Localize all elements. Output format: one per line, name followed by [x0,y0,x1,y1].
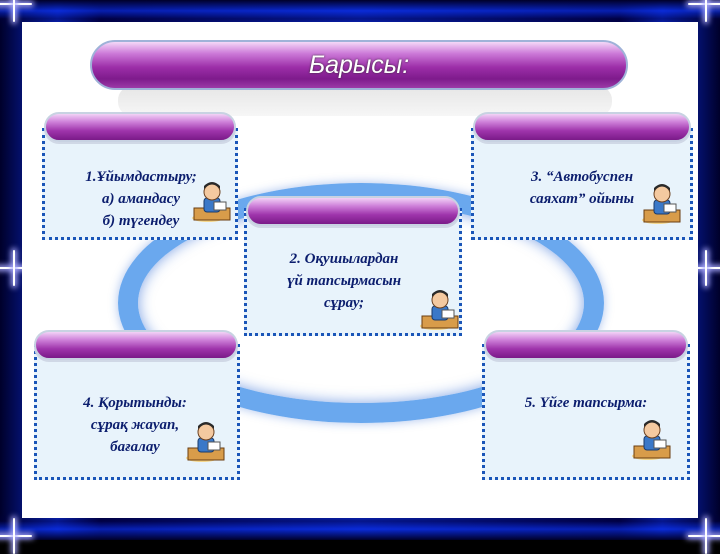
sparkle-top-right [688,0,720,22]
sparkle-top-left [0,0,32,22]
title-shadow [118,86,612,116]
step-3-text: 3. “Автобуспен саяхат” ойыны [476,166,688,210]
student-at-desk-icon [632,420,671,460]
sparkle-right [688,250,720,286]
step-2-line-3: сұрау; [323,295,365,311]
student-at-desk-icon [642,184,681,224]
step-5-text: 5. Үйге тапсырма: [488,392,684,414]
step-pill-3 [473,112,691,142]
step-4-line-1: 4. Қорытынды: [83,395,187,411]
slide-title: Барысы: [308,51,410,79]
student-at-desk-icon [186,422,225,462]
step-2-line-1: 2. Оқушылардан [289,251,399,267]
student-at-desk-icon [420,290,459,330]
step-2-line-2: үй тапсырмасын [286,273,402,289]
step-4-text: 4. Қорытынды: сұрақ жауап, бағалау [40,392,230,458]
step-pill-1 [44,112,236,142]
student-at-desk-icon [192,182,231,222]
step-pill-2 [246,196,460,226]
step-pill-4 [34,330,238,360]
step-3-line-2: саяхат” ойыны [529,191,635,207]
step-4-line-3: бағалау [110,439,160,455]
title-bar [90,40,628,90]
step-2-text: 2. Оқушылардан үй тапсырмасын сұрау; [248,248,440,314]
step-1-text: 1.Ұйымдастыру; а) амандасу б) түгендеу [48,166,234,232]
step-1-line-2: а) амандасу [101,191,180,207]
sparkle-bottom-right [688,518,720,554]
step-4-line-2: сұрақ жауап, [90,417,180,433]
sparkle-bottom-left [0,518,32,554]
step-box-4 [34,344,240,480]
sparkle-left [0,250,32,286]
step-1-line-3: б) түгендеу [102,213,180,229]
step-1-line-1: 1.Ұйымдастыру; [85,169,197,185]
step-pill-5 [484,330,688,360]
step-3-line-1: 3. “Автобуспен [530,169,634,185]
step-5-line-1: 5. Үйге тапсырма: [524,395,648,411]
